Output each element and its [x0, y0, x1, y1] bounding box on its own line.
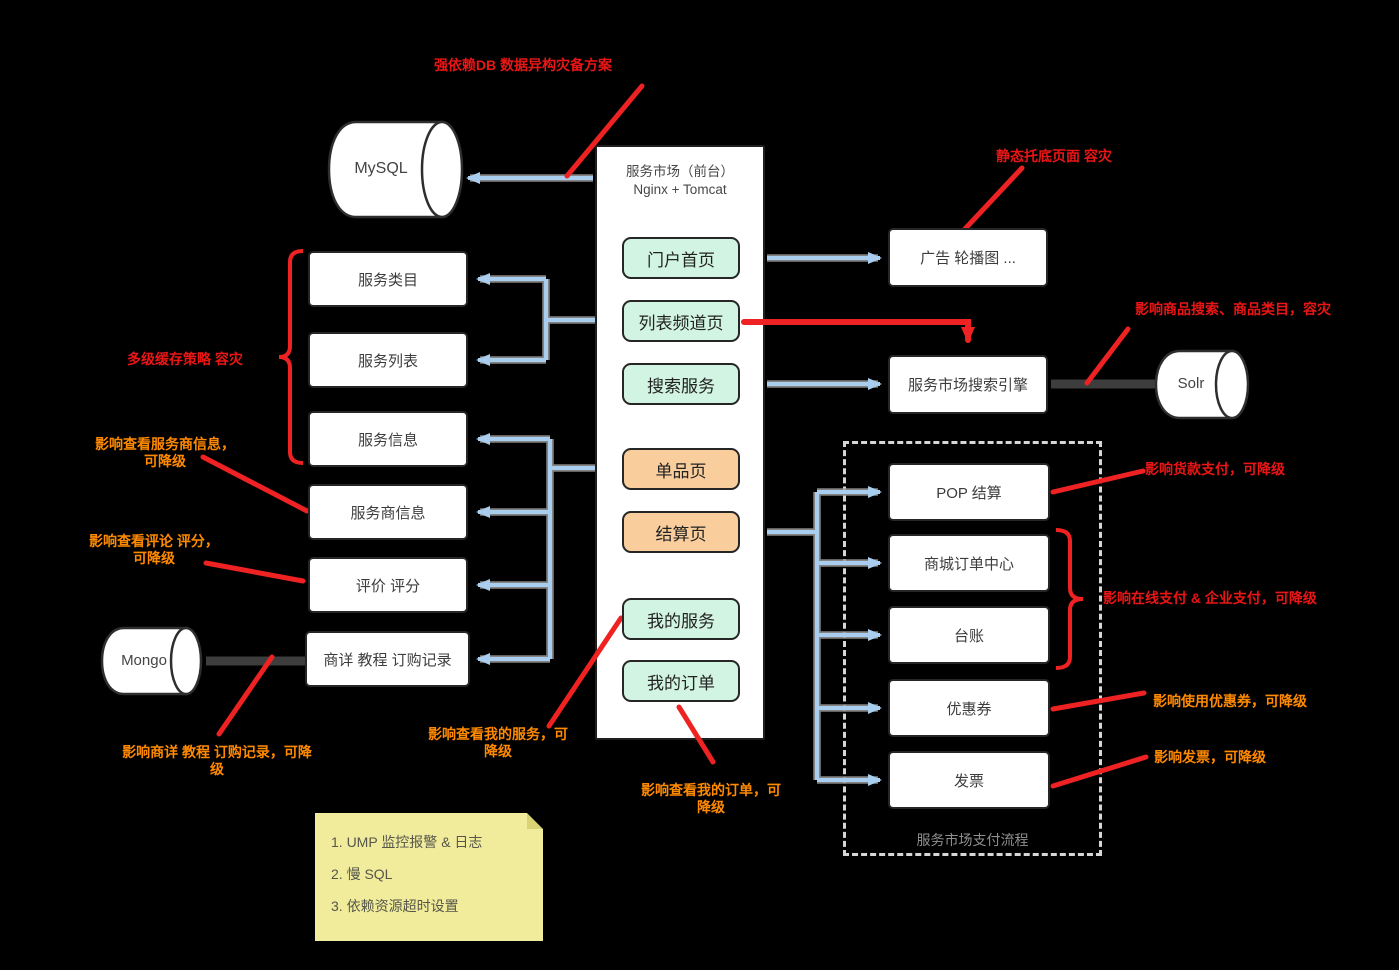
annotation-cache-strategy: 多级缓存策略 容灾 — [127, 351, 243, 367]
payment-flow-container — [843, 441, 1102, 856]
red-pointer-lines — [200, 83, 1149, 789]
sticky-note: 1. UMP 监控报警 & 日志 2. 慢 SQL 3. 依赖资源超时设置 — [315, 813, 543, 941]
node-invoice: 发票 — [888, 751, 1050, 809]
right-brace — [1055, 528, 1084, 670]
node-market-search-engine: 服务市场搜索引擎 — [888, 355, 1048, 414]
annotation-reviews: 影响查看评论 评分，可降级 — [89, 533, 219, 566]
node-detail-tutorial-records: 商详 教程 订购记录 — [305, 631, 470, 687]
note-line-2: 2. 慢 SQL — [331, 866, 393, 882]
note-line-1: 1. UMP 监控报警 & 日志 — [331, 834, 483, 850]
node-ads-carousel: 广告 轮播图 ... — [888, 228, 1048, 287]
mongo-label: Mongo — [121, 652, 167, 669]
annotation-coupon: 影响使用优惠券，可降级 — [1153, 693, 1307, 709]
annotation-provider-info: 影响查看服务商信息，可降级 — [95, 436, 235, 469]
mysql-label: MySQL — [354, 160, 408, 177]
note-line-3: 3. 依赖资源超时设置 — [331, 898, 459, 914]
mongo-cylinder — [100, 626, 188, 696]
frontend-title: 服务市场（前台） Nginx + Tomcat — [595, 163, 765, 199]
annotation-db-dr: 强依赖DB 数据异构灾备方案 — [433, 57, 613, 73]
solr-label: Solr — [1177, 375, 1205, 392]
mysql-cylinder — [327, 120, 444, 219]
annotation-payment-pop: 影响货款支付，可降级 — [1145, 461, 1285, 477]
node-item-page: 单品页 — [622, 448, 740, 490]
node-my-orders: 我的订单 — [622, 660, 740, 702]
node-coupon: 优惠券 — [888, 679, 1050, 737]
node-my-services: 我的服务 — [622, 598, 740, 640]
node-portal-home: 门户首页 — [622, 237, 740, 279]
node-service-info: 服务信息 — [308, 411, 468, 467]
annotation-search-impact: 影响商品搜索、商品类目，容灾 — [1135, 301, 1331, 317]
node-checkout-page: 结算页 — [622, 511, 740, 553]
annotation-static-fallback: 静态托底页面 容灾 — [996, 148, 1112, 164]
node-service-categories: 服务类目 — [308, 251, 468, 307]
node-ledger: 台账 — [888, 606, 1050, 664]
annotation-detail-records: 影响商详 教程 订购记录，可降级 — [122, 744, 312, 777]
node-service-list: 服务列表 — [308, 332, 468, 388]
frontend-title-line2: Nginx + Tomcat — [633, 182, 727, 197]
blue-connectors — [466, 172, 882, 786]
annotation-invoice: 影响发票，可降级 — [1154, 749, 1266, 765]
annotation-payment-online: 影响在线支付 & 企业支付，可降级 — [1103, 590, 1317, 606]
solr-cylinder — [1154, 349, 1234, 420]
node-provider-info: 服务商信息 — [308, 484, 468, 540]
node-pop-settlement: POP 结算 — [888, 463, 1050, 521]
annotation-my-orders: 影响查看我的订单，可降级 — [641, 782, 781, 815]
node-search-service: 搜索服务 — [622, 363, 740, 405]
payment-flow-label: 服务市场支付流程 — [916, 832, 1029, 848]
left-brace — [278, 249, 304, 465]
node-list-channel-page: 列表频道页 — [622, 300, 740, 342]
annotation-my-services: 影响查看我的服务，可降级 — [428, 726, 568, 759]
frontend-title-line1: 服务市场（前台） — [626, 164, 734, 179]
node-mall-order-center: 商城订单中心 — [888, 534, 1050, 592]
node-reviews-ratings: 评价 评分 — [308, 557, 468, 613]
red-arrow-list-to-engine — [741, 319, 975, 343]
